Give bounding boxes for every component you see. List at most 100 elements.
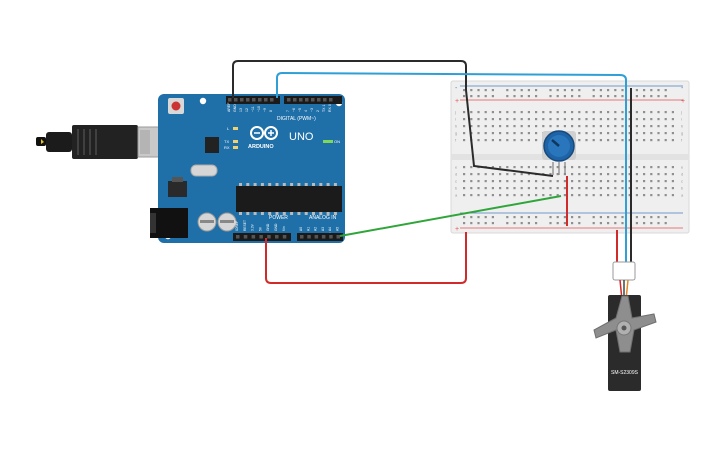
breadboard-hole[interactable] (657, 180, 660, 183)
breadboard-hole[interactable] (477, 111, 480, 114)
breadboard-hole[interactable] (527, 180, 530, 183)
breadboard-hole[interactable] (650, 95, 653, 98)
breadboard-hole[interactable] (643, 89, 646, 92)
breadboard-hole[interactable] (535, 222, 538, 225)
breadboard-hole[interactable] (628, 173, 631, 176)
breadboard-hole[interactable] (592, 180, 595, 183)
breadboard-hole[interactable] (499, 173, 502, 176)
breadboard-hole[interactable] (621, 166, 624, 169)
breadboard-hole[interactable] (527, 118, 530, 121)
breadboard-hole[interactable] (535, 166, 538, 169)
breadboard-hole[interactable] (477, 180, 480, 183)
breadboard-hole[interactable] (657, 187, 660, 190)
breadboard-hole[interactable] (470, 111, 473, 114)
digital-pin-hole[interactable] (252, 98, 256, 102)
breadboard-hole[interactable] (607, 111, 610, 114)
breadboard-hole[interactable] (643, 173, 646, 176)
breadboard-hole[interactable] (621, 95, 624, 98)
breadboard-hole[interactable] (628, 194, 631, 197)
breadboard-hole[interactable] (592, 132, 595, 135)
breadboard-hole[interactable] (535, 118, 538, 121)
breadboard-hole[interactable] (650, 132, 653, 135)
breadboard-hole[interactable] (650, 118, 653, 121)
breadboard-hole[interactable] (527, 125, 530, 128)
breadboard-hole[interactable] (527, 139, 530, 142)
breadboard-hole[interactable] (599, 139, 602, 142)
breadboard-hole[interactable] (491, 139, 494, 142)
breadboard-hole[interactable] (499, 132, 502, 135)
breadboard-hole[interactable] (599, 118, 602, 121)
breadboard-hole[interactable] (671, 118, 674, 121)
breadboard-hole[interactable] (549, 222, 552, 225)
breadboard-hole[interactable] (671, 166, 674, 169)
breadboard-hole[interactable] (513, 118, 516, 121)
breadboard-hole[interactable] (578, 139, 581, 142)
breadboard-hole[interactable] (513, 216, 516, 219)
breadboard-hole[interactable] (592, 95, 595, 98)
breadboard-hole[interactable] (621, 222, 624, 225)
breadboard-hole[interactable] (664, 132, 667, 135)
breadboard-hole[interactable] (491, 132, 494, 135)
breadboard-hole[interactable] (535, 111, 538, 114)
analog-pin-hole[interactable] (314, 235, 319, 239)
breadboard-hole[interactable] (470, 118, 473, 121)
breadboard-hole[interactable] (470, 125, 473, 128)
breadboard-hole[interactable] (621, 111, 624, 114)
digital-pin-hole[interactable] (329, 98, 333, 102)
breadboard-hole[interactable] (513, 166, 516, 169)
breadboard-hole[interactable] (535, 89, 538, 92)
breadboard-hole[interactable] (527, 216, 530, 219)
breadboard-hole[interactable] (506, 216, 509, 219)
breadboard-hole[interactable] (592, 194, 595, 197)
breadboard-hole[interactable] (657, 111, 660, 114)
breadboard-hole[interactable] (607, 95, 610, 98)
breadboard-hole[interactable] (578, 216, 581, 219)
breadboard-hole[interactable] (650, 89, 653, 92)
power-wire[interactable] (265, 232, 467, 284)
breadboard-hole[interactable] (571, 118, 574, 121)
breadboard-hole[interactable] (556, 216, 559, 219)
breadboard-hole[interactable] (599, 95, 602, 98)
breadboard-hole[interactable] (484, 194, 487, 197)
breadboard-hole[interactable] (592, 173, 595, 176)
breadboard-hole[interactable] (513, 89, 516, 92)
breadboard-hole[interactable] (635, 132, 638, 135)
breadboard-hole[interactable] (542, 187, 545, 190)
breadboard-hole[interactable] (657, 139, 660, 142)
breadboard-hole[interactable] (563, 125, 566, 128)
digital-pin-hole[interactable] (299, 98, 303, 102)
gnd-wire[interactable] (232, 60, 554, 177)
breadboard-hole[interactable] (571, 125, 574, 128)
breadboard-hole[interactable] (635, 180, 638, 183)
breadboard-hole[interactable] (571, 222, 574, 225)
breadboard-hole[interactable] (614, 139, 617, 142)
breadboard-hole[interactable] (628, 125, 631, 128)
breadboard-hole[interactable] (470, 187, 473, 190)
breadboard-hole[interactable] (657, 125, 660, 128)
digital-pin-hole[interactable] (323, 98, 327, 102)
breadboard-hole[interactable] (463, 95, 466, 98)
breadboard-hole[interactable] (491, 187, 494, 190)
breadboard-hole[interactable] (671, 139, 674, 142)
breadboard-hole[interactable] (563, 194, 566, 197)
breadboard-hole[interactable] (614, 132, 617, 135)
breadboard-hole[interactable] (599, 89, 602, 92)
breadboard-hole[interactable] (607, 194, 610, 197)
breadboard-hole[interactable] (650, 111, 653, 114)
breadboard-hole[interactable] (571, 194, 574, 197)
breadboard-hole[interactable] (628, 180, 631, 183)
breadboard-hole[interactable] (556, 125, 559, 128)
breadboard-hole[interactable] (491, 95, 494, 98)
breadboard-hole[interactable] (463, 187, 466, 190)
breadboard-hole[interactable] (592, 222, 595, 225)
breadboard-hole[interactable] (549, 89, 552, 92)
breadboard-hole[interactable] (635, 166, 638, 169)
breadboard-hole[interactable] (585, 187, 588, 190)
breadboard-hole[interactable] (671, 173, 674, 176)
breadboard-hole[interactable] (628, 187, 631, 190)
breadboard-hole[interactable] (578, 180, 581, 183)
breadboard-hole[interactable] (599, 173, 602, 176)
breadboard-hole[interactable] (671, 132, 674, 135)
breadboard-hole[interactable] (578, 173, 581, 176)
breadboard-hole[interactable] (484, 173, 487, 176)
